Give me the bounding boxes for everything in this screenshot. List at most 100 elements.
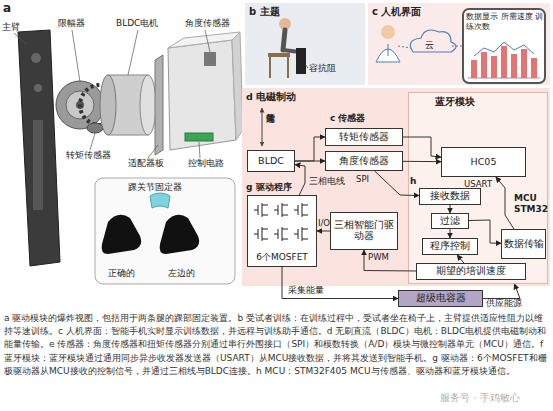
seated-subject: [279, 18, 291, 30]
node-text: 过滤: [440, 216, 460, 227]
supercapacitor-box: 超级电容器: [398, 290, 483, 307]
leader-line: [14, 33, 26, 44]
seated-subject: [269, 57, 271, 78]
process-box: 过滤: [431, 213, 469, 229]
seated-subject: [296, 48, 306, 74]
limiter-disc: [56, 81, 104, 129]
node-text: 转矩传感器: [339, 132, 389, 143]
housing: [168, 32, 243, 150]
ankle-fixture-inset: [160, 215, 200, 254]
seated-subject: [283, 50, 300, 52]
mosfet-bank: [294, 227, 308, 241]
bluetooth-box: HC05: [441, 147, 526, 177]
torque-sensor-part: [87, 123, 103, 133]
seated-subject: [268, 18, 308, 78]
node-text: 数据传输: [504, 239, 544, 250]
connector-arrow: [457, 255, 464, 263]
main-arm: [18, 30, 60, 266]
limiter-disc: [66, 91, 94, 119]
adapter-plate: [155, 55, 163, 155]
mcu-region: 蓝牙模块MCU STM32HC05接收数据过滤程序控制数据传输期望的培训速度: [408, 92, 548, 284]
cloud-outline: [398, 30, 462, 52]
leader-line: [72, 30, 80, 82]
seated-subject: [305, 64, 308, 68]
phone-chart: [468, 78, 540, 79]
limiter-disc: [56, 81, 120, 129]
mosfet-bank: [274, 227, 288, 241]
seated-subject: [283, 30, 285, 50]
mosfet-bank: [254, 203, 308, 241]
main-arm: [31, 53, 41, 63]
phone-screen: 数据显示 所需速度 训练次数: [462, 8, 546, 84]
main-arm: [18, 30, 60, 266]
leader-line: [199, 142, 200, 158]
panel-c: c 人机界面云数据显示 所需速度 训练次数: [368, 3, 550, 85]
mosfet-box: 6个MOSFET: [247, 195, 317, 267]
connector-arrow: [364, 250, 416, 271]
housing: [204, 52, 216, 66]
mosfet-bank: [274, 203, 288, 217]
connector-arrow: [295, 165, 305, 195]
cloud-outline: [410, 30, 456, 52]
panel-letter: a: [3, 2, 11, 16]
phone-chart: [501, 46, 507, 78]
leader-line: [128, 30, 138, 75]
process-box: 数据传输: [501, 229, 546, 259]
node-text: d 电磁制动: [246, 91, 296, 102]
part-label: 角度传感器: [185, 18, 230, 28]
housing: [168, 32, 240, 48]
part-label: 控制电路: [188, 158, 224, 168]
phone-chart: [471, 60, 477, 78]
node-text: 容抗阻: [309, 63, 336, 74]
leader-line: [205, 30, 210, 52]
main-arm: [34, 84, 42, 92]
node-text: 期望的培训速度: [436, 266, 506, 277]
connector-arrow: [403, 161, 441, 162]
part-label: 转矩传感器: [66, 150, 111, 160]
node-text: 6个MOSFET: [248, 252, 316, 263]
limiter-disc: [76, 101, 84, 109]
part-label: 适配器板: [128, 158, 164, 168]
node-text: c 人机界面: [372, 6, 421, 18]
motor-box: BLDC: [247, 150, 295, 172]
limiter-disc: [80, 85, 120, 125]
cloud-outline: [452, 46, 462, 47]
panel-b: b 主题容抗阻: [245, 3, 365, 85]
connector-arrow: [403, 137, 441, 157]
connector-label: 采集能量: [288, 286, 324, 296]
process-box: 程序控制: [422, 238, 478, 255]
ankle-fixture-inset: [95, 178, 235, 284]
connector-arrow: [375, 171, 419, 196]
doctor-icon: [376, 25, 400, 62]
doctor-icon: [381, 25, 395, 39]
phone-chart: [481, 52, 487, 78]
node-text: HC05: [471, 157, 497, 168]
node-text: b 主题: [249, 6, 280, 18]
connector-arrow: [295, 161, 325, 162]
node-text: 程序控制: [430, 241, 470, 252]
energy-arrow: [262, 108, 263, 146]
motor-part: [108, 75, 148, 135]
driver-box: 三相智能门驱动器: [330, 212, 398, 250]
node-text: BLDC: [258, 156, 284, 167]
node-text: 超级电容器: [416, 293, 466, 304]
connector-arrow: [282, 267, 398, 299]
sensor-box: 角度传感器: [325, 151, 403, 171]
phone-chart: [491, 56, 497, 78]
node-text: 数据显示 所需速度 训练次数: [466, 12, 544, 31]
leader-line: [90, 133, 95, 150]
part-label: 正确的: [108, 268, 135, 278]
sensor-box: 转矩传感器: [325, 128, 403, 146]
watermark: 服务号 · 手鸡敏心: [440, 392, 520, 404]
connector-arrow: [450, 229, 451, 238]
leader-line: [148, 145, 158, 158]
part-label: 左边的: [168, 268, 195, 278]
leader-line: [14, 30, 210, 158]
system-panel: d 电磁制动蓝牙模块MCU STM32HC05接收数据过滤程序控制数据传输期望的…: [242, 88, 550, 286]
mosfet-bank: [254, 227, 268, 241]
connector-arrow: [295, 137, 325, 161]
figure-caption: a 驱动模块的爆炸视图，包括用于两条腿的踝部固定装置。b 受试者训练：在训练过程…: [4, 312, 550, 378]
part-label: 踝关节固定器: [128, 182, 182, 192]
seated-subject: [287, 57, 289, 78]
connector-arrow: [496, 177, 514, 229]
